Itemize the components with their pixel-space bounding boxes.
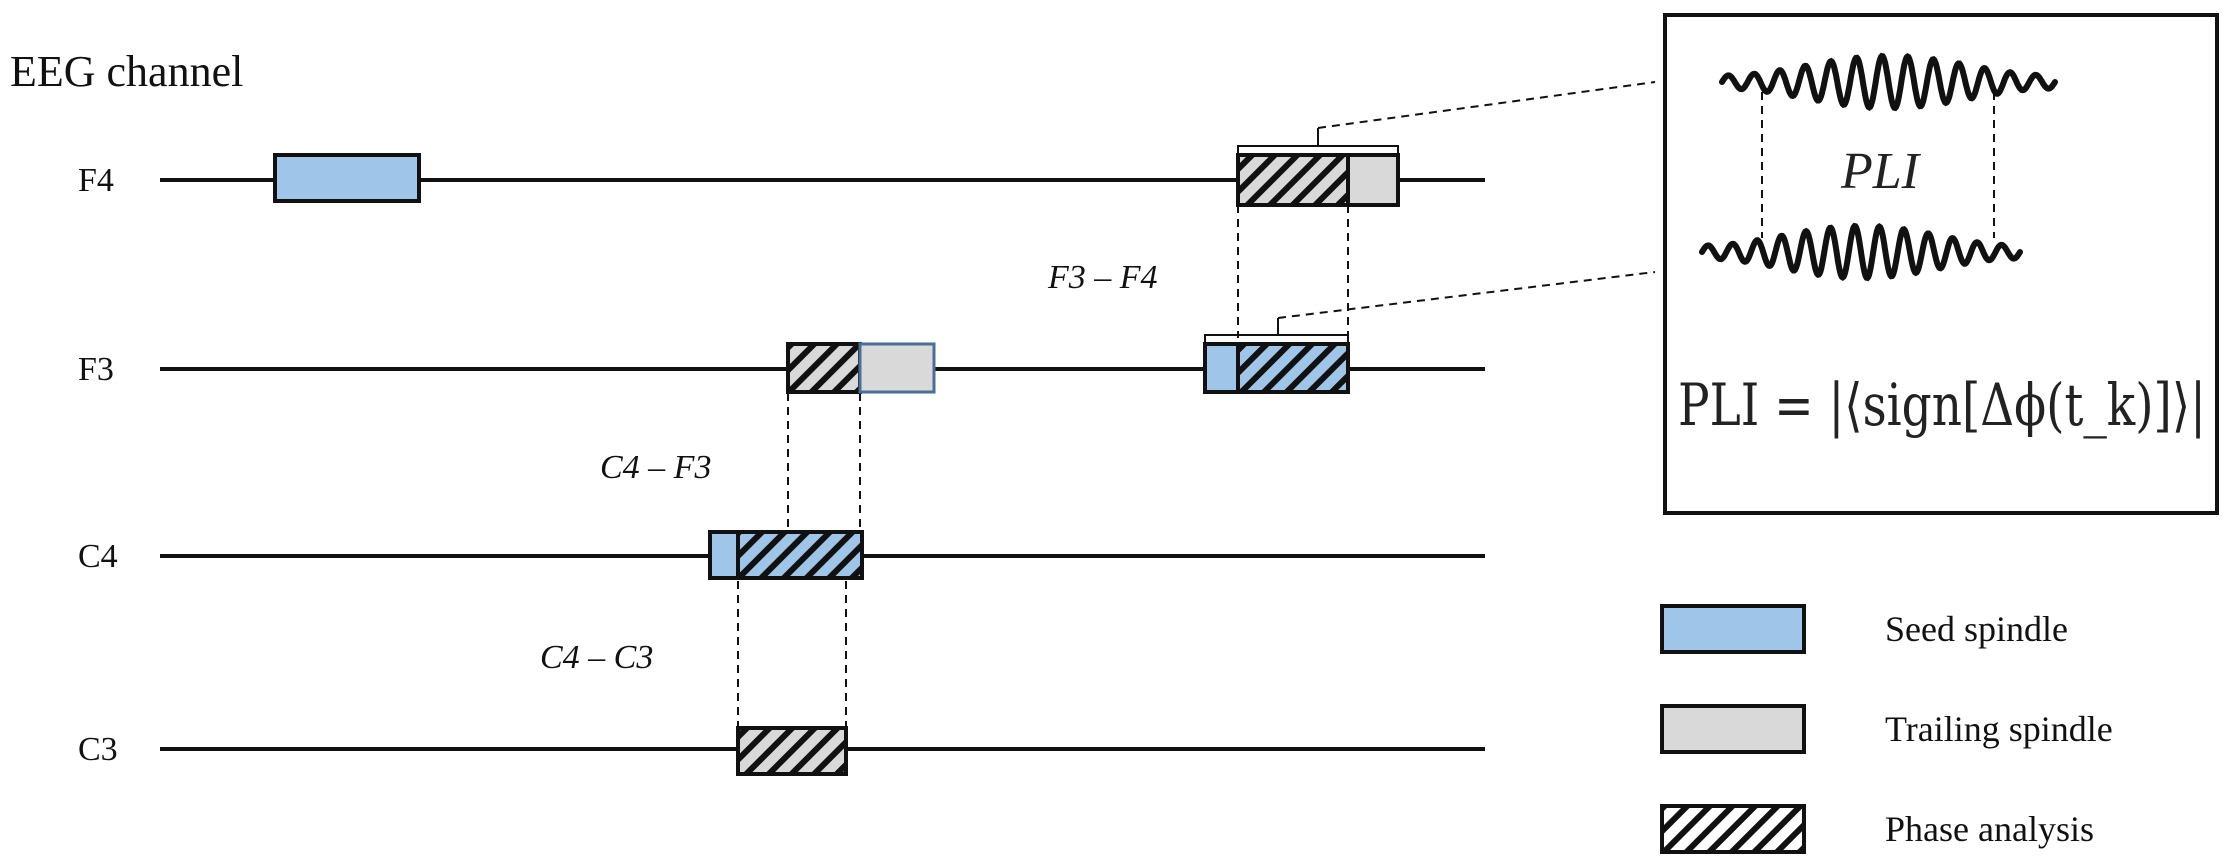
c4-phase-segment — [736, 530, 864, 580]
pli-formula: PLI = |⟨sign[Δϕ(t_k)]⟩| — [1678, 371, 2206, 439]
channel-baselines — [160, 178, 1485, 751]
channel-label-f4: F4 — [78, 162, 114, 199]
f3-phase-segment — [786, 342, 862, 394]
inset-leaders — [1277, 81, 1656, 319]
channel-label-f3: F3 — [78, 351, 114, 388]
legend-label-seed: Seed spindle — [1885, 609, 2068, 649]
f3-phase-segment-right — [1236, 342, 1350, 394]
pli-label: PLI — [1840, 143, 1922, 200]
pli-phase-markers — [1761, 92, 1995, 238]
legend-swatch-phase — [1660, 804, 1806, 854]
channel-label-c3: C3 — [78, 731, 118, 768]
channel-label-c4: C4 — [78, 538, 118, 575]
c4-seed-spindle — [708, 530, 740, 580]
legend: Seed spindle Trailing spindle Phase anal… — [1660, 604, 2113, 854]
f3-bracket — [1204, 334, 1349, 344]
f4-seed-spindle — [273, 153, 421, 203]
pair-label-f3-f4: F3 – F4 — [1047, 259, 1158, 296]
diagram-title: EEG channel — [10, 47, 243, 96]
legend-swatch-seed — [1660, 604, 1806, 654]
legend-swatch-trailing — [1660, 704, 1806, 754]
pair-label-c4-f3: C4 – F3 — [600, 449, 711, 486]
f4-phase-segment — [1236, 153, 1350, 207]
f3-seed-spindle — [1203, 342, 1240, 394]
pair-label-c4-c3: C4 – C3 — [540, 639, 653, 676]
f4-trailing-spindle — [1346, 153, 1400, 207]
legend-label-phase: Phase analysis — [1885, 809, 2094, 849]
phase-connectors — [737, 205, 1349, 726]
c3-phase-segment — [736, 726, 848, 776]
f3-trailing-spindle — [858, 342, 936, 394]
pli-waveform-bottom — [1699, 222, 2023, 282]
legend-label-trailing: Trailing spindle — [1885, 709, 2113, 749]
pli-waveform-top — [1719, 52, 2058, 112]
